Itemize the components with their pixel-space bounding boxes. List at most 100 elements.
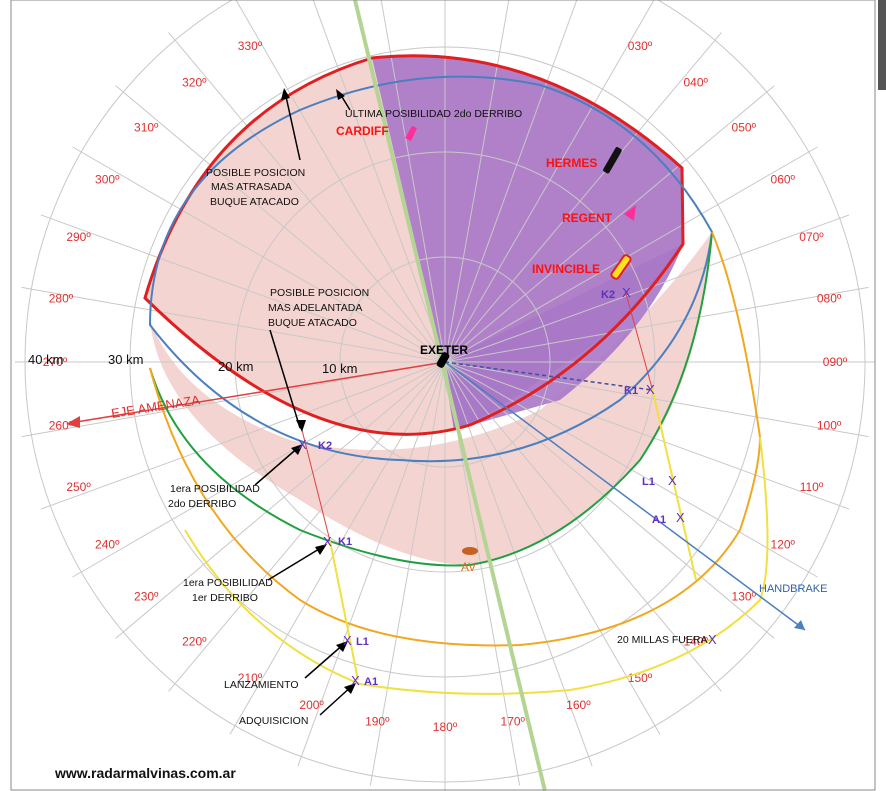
k1-left-x: X <box>323 534 332 549</box>
atrasada-line-1: POSIBLE POSICION <box>206 167 305 179</box>
adquisicion-note: ADQUISICION <box>239 715 308 727</box>
av-label: AV <box>461 560 476 574</box>
range-labels: 40 km 30 km 20 km 10 km <box>28 352 357 376</box>
bearing-spoke <box>312 0 446 363</box>
k2-left-x: X <box>298 437 307 452</box>
millas-x: X <box>708 632 717 647</box>
bearing-spoke <box>444 361 593 767</box>
bearing-spoke <box>168 361 446 692</box>
trajectory-red <box>301 429 331 542</box>
primera-1er-line-2: 1er DERRIBO <box>192 592 258 604</box>
l1-right-x: X <box>668 473 677 488</box>
bearing-label: 070º <box>799 230 824 244</box>
adelantada-line-2: MAS ADELANTADA <box>268 302 362 314</box>
lanzamiento-note: LANZAMIENTO <box>224 679 298 691</box>
bearing-label: 110º <box>800 480 824 494</box>
bearing-label: 240º <box>95 538 120 552</box>
cardiff-label: CARDIFF <box>336 124 389 138</box>
a1-left-x: X <box>351 673 360 688</box>
a1-right-label: A1 <box>652 514 666 526</box>
av-icon <box>462 547 478 555</box>
arrowhead-atrasada <box>281 88 290 100</box>
bearing-labels: 330º320º310º300º290º280º270º260º250º240º… <box>43 39 848 734</box>
bearing-label: 060º <box>771 173 796 187</box>
bearing-label: 310º <box>134 120 159 134</box>
bearing-spoke <box>444 361 850 510</box>
bearing-spoke <box>444 146 818 363</box>
bearing-label: 030º <box>628 39 653 53</box>
bearing-label: 210º <box>238 671 263 685</box>
bearing-label: 050º <box>732 120 757 134</box>
bearing-spoke <box>444 32 722 363</box>
l1-right-label: L1 <box>642 476 655 488</box>
bearing-spoke <box>444 0 510 363</box>
bearing-spoke <box>444 0 655 363</box>
bearing-spoke <box>40 361 446 510</box>
range-10: 10 km <box>322 361 357 376</box>
bearing-spoke <box>297 361 446 767</box>
bearing-label: 320º <box>182 75 207 89</box>
exeter-label: EXETER <box>420 343 468 357</box>
bearing-label: 230º <box>134 590 159 604</box>
side-tab <box>878 0 886 90</box>
bearing-label: 260º <box>49 418 74 432</box>
atrasada-line-3: BUQUE ATACADO <box>210 196 299 208</box>
green-boundary <box>149 231 713 567</box>
bearing-spoke <box>72 361 446 578</box>
arrowhead-ultima <box>336 89 345 100</box>
bearing-spoke <box>444 361 775 639</box>
invincible-icon <box>610 254 632 280</box>
image-border <box>10 0 876 791</box>
hermes-label: HERMES <box>546 156 597 170</box>
bearing-spoke <box>235 0 446 363</box>
bearing-spoke <box>40 214 446 363</box>
bearing-label: 200º <box>299 698 324 712</box>
arrowhead-primera-1er <box>315 544 327 555</box>
danger-zone-lower <box>150 232 712 565</box>
bearing-label: 330º <box>238 39 263 53</box>
bearing-spoke <box>380 0 446 363</box>
bearing-spoke <box>21 361 446 438</box>
bearing-label: 090º <box>823 355 848 369</box>
l1-left-x: X <box>343 633 352 648</box>
arrow-primera-1er <box>267 545 325 581</box>
bearing-spoke <box>444 286 869 363</box>
millas-note: 20 MILLAS FUERA <box>617 634 707 646</box>
cardiff-icon <box>405 126 417 141</box>
bearing-spoke <box>115 361 446 639</box>
bearing-spoke <box>21 286 446 363</box>
k2-left-label: K2 <box>318 440 332 452</box>
arrowhead-lanzamiento <box>336 641 348 652</box>
trajectory-red-right <box>624 289 653 389</box>
bearing-label: 270º <box>43 355 68 369</box>
bearing-spoke <box>444 361 869 438</box>
handbrake-label: HANDBRAKE <box>759 583 827 595</box>
primera-2do-line-2: 2do DERRIBO <box>168 498 236 510</box>
track-line <box>353 0 547 791</box>
bearing-label: 300º <box>95 173 120 187</box>
bearing-label: 290º <box>66 230 91 244</box>
arrowhead-adquisicion <box>344 683 356 694</box>
bearing-spoke <box>72 146 446 363</box>
bearing-label: 130º <box>732 590 757 604</box>
orange-ring <box>149 231 762 647</box>
k1-right-x: X <box>646 382 655 397</box>
exeter-icon <box>436 352 450 368</box>
atrasada-line-2: MAS ATRASADA <box>211 181 292 193</box>
k2-right-x: X <box>622 285 631 300</box>
bearing-label: 180º <box>433 720 458 734</box>
ultima-note: ULTIMA POSIBILIDAD 2do DERRIBO <box>345 108 522 120</box>
threat-axis <box>69 361 446 424</box>
primera-2do-line-1: 1era POSIBILIDAD <box>170 483 260 495</box>
handbrake-arrow <box>444 361 806 631</box>
trajectory-yellow-left2 <box>349 639 359 681</box>
k1-right-label: K1 <box>624 385 638 397</box>
bearing-spoke <box>444 85 775 363</box>
arrowhead-primera-2do <box>291 444 303 455</box>
arrow-lanzamiento <box>304 642 346 679</box>
red-boundary <box>143 54 685 436</box>
primera-1er-line-1: 1era POSIBILIDAD <box>183 577 273 589</box>
a1-right-x: X <box>676 510 685 525</box>
bearing-spoke <box>229 361 446 735</box>
invincible-label: INVINCIBLE <box>532 262 600 276</box>
